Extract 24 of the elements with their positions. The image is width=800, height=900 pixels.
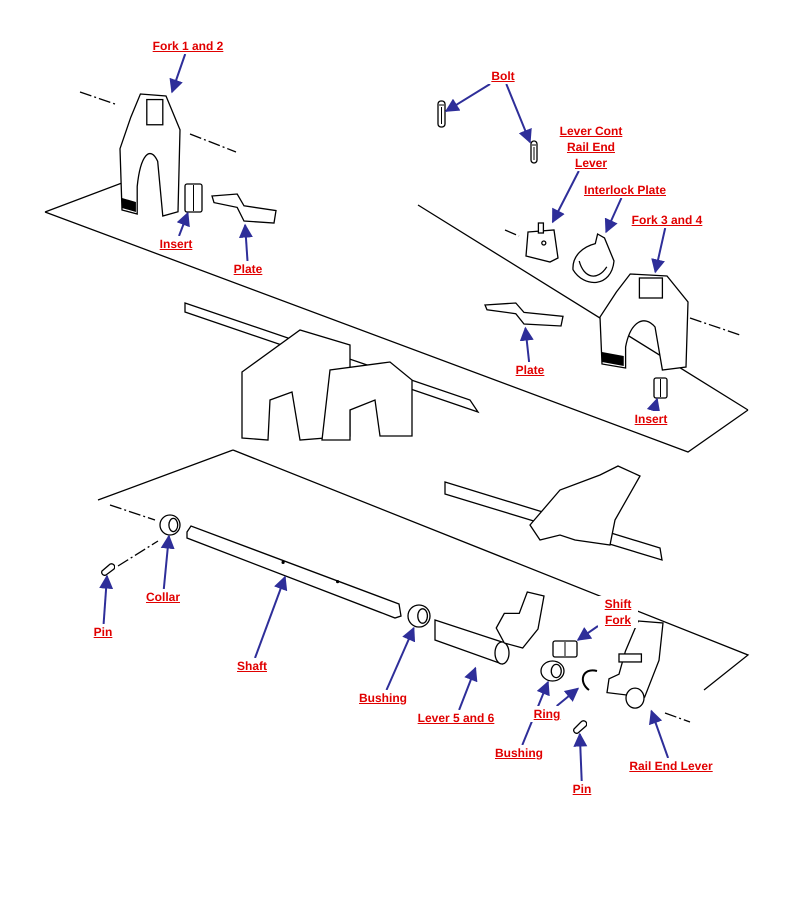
leader-arrow bbox=[458, 666, 478, 710]
leader-arrow bbox=[649, 710, 670, 758]
leader-arrow bbox=[646, 398, 660, 414]
leader-arrow bbox=[170, 54, 186, 94]
leader-arrow bbox=[573, 732, 588, 782]
leader-arrow bbox=[176, 212, 190, 236]
leader-arrow bbox=[160, 534, 175, 590]
leader-arrow bbox=[254, 576, 288, 658]
leader-arrow bbox=[576, 625, 599, 641]
part-label: Rail End Lever bbox=[626, 758, 716, 774]
leader-arrow bbox=[552, 170, 580, 224]
leader-arrow bbox=[520, 326, 534, 362]
part-label: Collar bbox=[143, 589, 183, 605]
leader-arrow bbox=[505, 84, 532, 144]
leader-arrow bbox=[521, 680, 550, 746]
leader-arrow bbox=[444, 83, 491, 112]
leader-arrow bbox=[604, 198, 622, 234]
part-label: Shift Fork bbox=[598, 596, 638, 628]
leader-arrow bbox=[556, 688, 580, 707]
leader-arrow bbox=[99, 574, 114, 624]
leader-arrow bbox=[238, 224, 253, 262]
part-label: Bolt bbox=[488, 68, 518, 84]
leader-arrow bbox=[386, 626, 416, 690]
leader-arrow bbox=[651, 228, 666, 274]
